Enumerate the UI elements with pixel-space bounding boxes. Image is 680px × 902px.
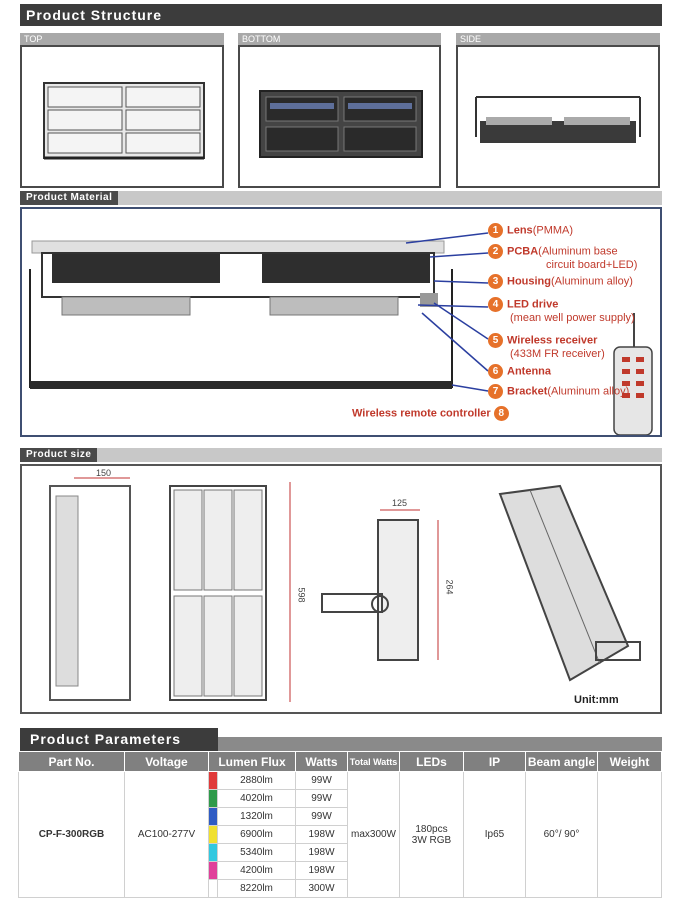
- color-swatch: [208, 861, 218, 880]
- params-table: Part No. Voltage Lumen Flux Watts Total …: [18, 751, 662, 898]
- col-total-watts: Total Watts: [347, 751, 400, 772]
- color-swatch: [208, 825, 218, 844]
- ip-cell: Ip65: [463, 771, 526, 898]
- material-band: [20, 191, 662, 205]
- dim-height-598: 598: [296, 587, 307, 603]
- side-view-drawing: [475, 96, 641, 143]
- view-label-side: SIDE: [456, 33, 660, 45]
- size-panel: 150 598 125 264 Unit:mm: [20, 464, 662, 714]
- col-beam-angle: Beam angle: [525, 751, 598, 772]
- lumen-cell: 4020lm: [217, 789, 296, 808]
- color-swatch: [208, 789, 218, 808]
- color-swatch: [208, 807, 218, 826]
- material-title: Product Material: [20, 191, 119, 205]
- material-item-remote: Wireless remote controller 8: [352, 406, 513, 421]
- dim-width-150: 150: [96, 468, 112, 478]
- watts-cell: 300W: [295, 879, 348, 898]
- dim-height-264: 264: [444, 579, 455, 595]
- total-watts-cell: max300W: [347, 771, 400, 898]
- size-title: Product size: [20, 448, 98, 462]
- col-watts: Watts: [295, 751, 348, 772]
- lumen-cell: 8220lm: [217, 879, 296, 898]
- watts-cell: 99W: [295, 807, 348, 826]
- top-view-image: [20, 45, 224, 188]
- view-label-top: TOP: [20, 33, 224, 45]
- lumen-cell: 5340lm: [217, 843, 296, 862]
- size-band: [20, 448, 662, 462]
- watts-cell: 198W: [295, 825, 348, 844]
- bottom-view-drawing: [259, 90, 423, 158]
- color-swatch: [208, 843, 218, 862]
- col-lumen-flux: Lumen Flux: [208, 751, 296, 772]
- params-title: Product Parameters: [20, 728, 218, 751]
- structure-title: Product Structure: [20, 4, 662, 26]
- col-ip: IP: [463, 751, 526, 772]
- color-swatch: [208, 879, 218, 898]
- weight-cell: [597, 771, 662, 898]
- unit-label: Unit:mm: [574, 694, 619, 706]
- top-view-drawing: [43, 82, 205, 160]
- bottom-view-image: [238, 45, 441, 188]
- dim-width-125: 125: [392, 498, 408, 508]
- col-voltage: Voltage: [124, 751, 209, 772]
- dimension-drawing: [49, 477, 641, 702]
- lumen-cell: 6900lm: [217, 825, 296, 844]
- watts-cell: 99W: [295, 771, 348, 790]
- col-weight: Weight: [597, 751, 662, 772]
- beam-angle-cell: 60°/ 90°: [525, 771, 598, 898]
- part-no-cell: CP-F-300RGB: [18, 771, 125, 898]
- voltage-cell: AC100-277V: [124, 771, 209, 898]
- watts-cell: 198W: [295, 843, 348, 862]
- params-band: [218, 737, 662, 751]
- watts-cell: 99W: [295, 789, 348, 808]
- params-header-row: Part No. Voltage Lumen Flux Watts Total …: [18, 751, 662, 772]
- lumen-cell: 4200lm: [217, 861, 296, 880]
- side-view-image: [456, 45, 660, 188]
- exploded-drawing: [29, 232, 653, 435]
- lumen-cell: 2880lm: [217, 771, 296, 790]
- view-label-bottom: BOTTOM: [238, 33, 441, 45]
- col-leds: LEDs: [399, 751, 464, 772]
- lumen-cell: 1320lm: [217, 807, 296, 826]
- col-part-no: Part No.: [18, 751, 125, 772]
- watts-cell: 198W: [295, 861, 348, 880]
- color-swatch: [208, 771, 218, 790]
